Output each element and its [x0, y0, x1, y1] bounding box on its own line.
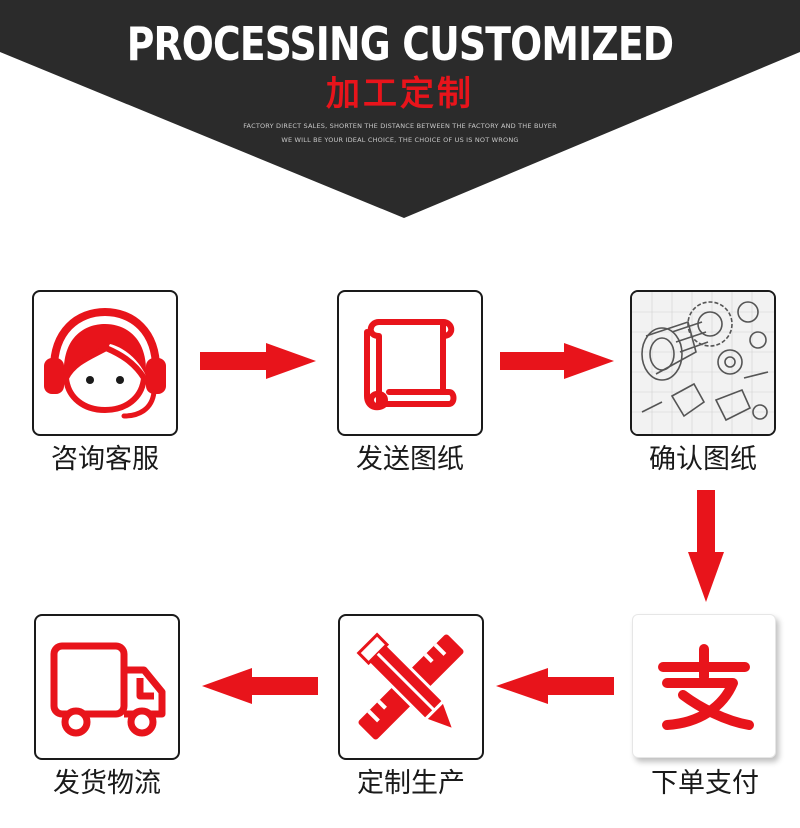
step-order-payment: 下单支付: [632, 614, 778, 799]
step-icon-box: [632, 614, 776, 758]
step-icon-box: [337, 290, 483, 436]
step-label: 咨询客服: [51, 444, 159, 475]
delivery-truck-icon: [50, 642, 166, 737]
step-label: 发货物流: [53, 768, 161, 799]
step-consult-service: 咨询客服: [32, 290, 178, 475]
step-shipping-logistics: 发货物流: [34, 614, 180, 799]
mechanical-drawing-image: [632, 292, 774, 434]
step-label: 确认图纸: [649, 444, 757, 475]
arrow-left-icon: [202, 668, 318, 704]
banner-background: [0, 0, 800, 218]
step-label: 下单支付: [651, 768, 759, 799]
step-icon-box: [34, 614, 180, 760]
alipay-icon: [658, 644, 754, 730]
arrow-down-icon: [688, 490, 724, 602]
arrow-right-icon: [200, 343, 316, 379]
page-title-chinese: 加工定制: [326, 74, 474, 114]
scroll-drawing-icon: [364, 319, 457, 411]
pencil-ruler-icon: [356, 632, 464, 740]
subtitle-line-1: FACTORY DIRECT SALES, SHORTEN THE DISTAN…: [243, 122, 557, 130]
arrow-right-icon: [500, 343, 614, 379]
step-send-drawing: 发送图纸: [337, 290, 483, 475]
step-confirm-drawing: 确认图纸: [630, 290, 776, 475]
step-icon-box: [32, 290, 178, 436]
step-label: 发送图纸: [356, 444, 464, 475]
step-custom-production: 定制生产: [338, 614, 484, 799]
page-title: PROCESSING CUSTOMIZED: [126, 17, 674, 71]
arrow-left-icon: [496, 668, 614, 704]
customer-service-icon: [44, 307, 166, 419]
header-banner: PROCESSING CUSTOMIZED 加工定制 FACTORY DIREC…: [0, 0, 800, 220]
step-icon-box: [338, 614, 484, 760]
step-label: 定制生产: [357, 768, 465, 799]
subtitle-line-2: WE WILL BE YOUR IDEAL CHOICE, THE CHOICE…: [281, 136, 519, 144]
step-icon-box: [630, 290, 776, 436]
